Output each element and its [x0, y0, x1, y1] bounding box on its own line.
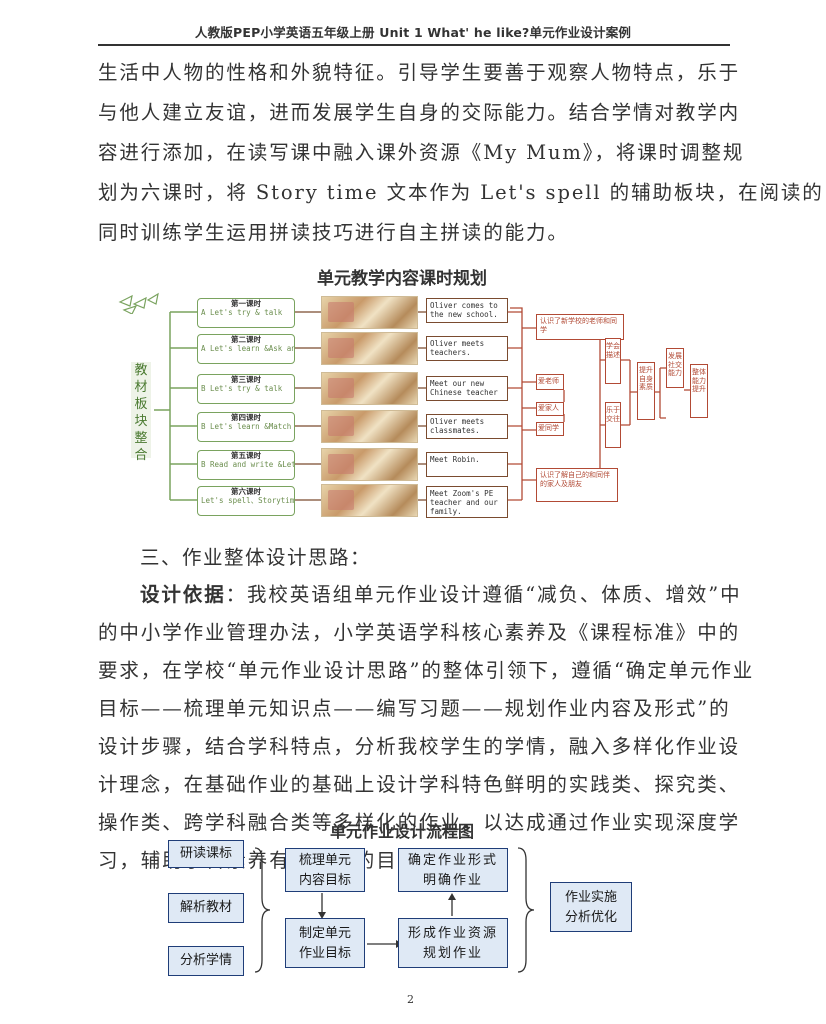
- lesson-theme-box: Oliver meets classmates.: [426, 414, 508, 439]
- final-ability-box: 整体能力提升: [690, 364, 708, 418]
- output-box: 作业实施分析优化: [550, 882, 632, 932]
- section3-line: 操作类、跨学科融合类等多样化的作业，以达成通过作业实现深度学: [98, 811, 741, 834]
- lesson-thumbnail-image: [321, 448, 418, 481]
- lesson-title: 第六课时: [231, 487, 261, 496]
- lesson-thumbnail-image: [321, 410, 418, 443]
- design-basis-lead: 设计依据: [140, 583, 226, 606]
- lesson-title: 第三课时: [231, 375, 261, 384]
- figure1-title: 单元教学内容课时规划: [317, 269, 487, 289]
- section3-line: 要求，在学校“单元作业设计思路”的整体引领下，遵循“确定单元作业: [98, 659, 755, 682]
- input-box: 研读课标: [168, 840, 244, 868]
- lesson-title: 第四课时: [231, 413, 261, 422]
- lesson-thumbnail-image: [321, 332, 418, 365]
- plant-decoration-icon: [118, 292, 159, 314]
- value-box: 爱老师: [536, 374, 564, 390]
- ability-box: 提升自身素质: [637, 362, 655, 420]
- running-header: 人教版PEP小学英语五年级上册 Unit 1 What' he like?单元作…: [194, 25, 632, 40]
- lesson-title: 第二课时: [231, 335, 261, 344]
- section3-line: ：我校英语组单元作业设计遵循“减负、体质、增效”中: [225, 583, 742, 606]
- paragraph1-line: 生活中人物的性格和外貌特征。引导学生要善于观察人物特点，乐于: [98, 61, 741, 84]
- lesson-title: 第一课时: [231, 299, 261, 308]
- skill-box: 乐于交往: [605, 402, 621, 448]
- lesson-box: 第五课时 B Read and write &Let's check: [197, 450, 295, 480]
- step-box: 确定作业形式明确作业: [398, 848, 508, 892]
- vertical-label: 教材板块整合: [131, 362, 151, 463]
- lesson-theme-box: Meet Robin.: [426, 452, 508, 477]
- lesson-body: B Let's try & talk: [201, 384, 283, 393]
- lesson-title: 第五课时: [231, 451, 261, 460]
- lesson-theme-box: Meet Zoom's PE teacher and our family.: [426, 486, 508, 518]
- lesson-body: B Let's learn &Match and say Let's wrap …: [201, 422, 294, 431]
- step-box: 梳理单元内容目标: [285, 848, 365, 892]
- lesson-body: A Let's learn &Ask and answer: [201, 344, 294, 353]
- section3-line: 计理念，在基础作业的基础上设计学科特色鲜明的实践类、探究类、: [98, 773, 741, 796]
- paragraph1-line: 同时训练学生运用拼读技巧进行自主拼读的能力。: [98, 221, 569, 244]
- lesson-body: B Read and write &Let's check: [201, 460, 294, 469]
- lesson-body: A Let's try & talk: [201, 308, 283, 317]
- lesson-thumbnail-image: [321, 296, 418, 329]
- lesson-thumbnail-image: [321, 484, 418, 517]
- value-box: 爱家人: [536, 402, 564, 416]
- step-box: 形成作业资源规划作业: [398, 918, 508, 968]
- lesson-box: 第一课时 A Let's try & talk: [197, 298, 295, 328]
- header-rule: [98, 44, 730, 46]
- section3-line: 设计步骤，结合学科特点，分析我校学生的学情，融入多样化作业设: [98, 735, 741, 758]
- lesson-box: 第三课时 B Let's try & talk: [197, 374, 295, 404]
- paragraph1-line: 划为六课时，将 Story time 文本作为 Let's spell 的辅助板…: [98, 181, 824, 204]
- outcome-box-top: 认识了新学校的老师和同学: [536, 314, 624, 340]
- value-box: 爱同学: [536, 422, 564, 436]
- lesson-box: 第四课时 B Let's learn &Match and say Let's …: [197, 412, 295, 442]
- paragraph1-line: 容进行添加，在读写课中融入课外资源《My Mum》，将课时调整规: [98, 141, 745, 164]
- page-number: 2: [407, 993, 414, 1006]
- lesson-thumbnail-image: [321, 372, 418, 405]
- lesson-box: 第二课时 A Let's learn &Ask and answer: [197, 334, 295, 364]
- input-box: 解析教材: [168, 893, 244, 923]
- lesson-plan-diagram: 教材板块整合 第一课时 A Let's try & talk 第二课时 A Le…: [118, 290, 714, 522]
- lesson-theme-box: Meet our new Chinese teacher: [426, 376, 508, 401]
- step-box: 制定单元作业目标: [285, 918, 365, 968]
- figure2-title: 单元作业设计流程图: [330, 822, 475, 841]
- section3-line-first: 设计依据：我校英语组单元作业设计遵循“减负、体质、增效”中: [140, 580, 740, 610]
- ability-box: 发展社交能力: [666, 348, 684, 388]
- section3-line: 的中小学作业管理办法，小学英语学科核心素养及《课程标准》中的: [98, 621, 741, 644]
- lesson-theme-box: Oliver meets teachers.: [426, 336, 508, 361]
- outcome-box-bottom: 认识了解自己的和同伴的家人及朋友: [536, 468, 618, 502]
- skill-box: 学会描述: [605, 338, 621, 384]
- lesson-theme-box: Oliver comes to the new school.: [426, 298, 508, 323]
- section-heading: 三、作业整体设计思路：: [140, 546, 372, 569]
- input-box: 分析学情: [168, 946, 244, 976]
- section3-line: 目标——梳理单元知识点——编写习题——规划作业内容及形式”的: [98, 697, 731, 720]
- paragraph1-line: 与他人建立友谊，进而发展学生自身的交际能力。结合学情对教学内: [98, 101, 741, 124]
